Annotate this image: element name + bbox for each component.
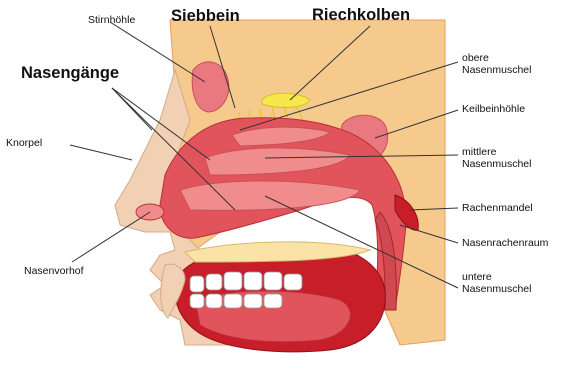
- label-untere-line1: untere: [462, 271, 531, 283]
- label-keilbeinhoehle: Keilbeinhöhle: [462, 103, 525, 115]
- label-untere-line2: Nasenmuschel: [462, 283, 531, 295]
- label-nasenvorhof: Nasenvorhof: [24, 265, 84, 277]
- label-obere-line2: Nasenmuschel: [462, 64, 531, 76]
- label-knorpel: Knorpel: [6, 137, 42, 149]
- label-mittlere-line2: Nasenmuschel: [462, 158, 531, 170]
- label-mittlere-line1: mittlere: [462, 146, 531, 158]
- label-siebbein: Siebbein: [171, 7, 240, 25]
- label-riechkolben: Riechkolben: [312, 6, 410, 24]
- label-mittlere-nasenmuschel: mittlere Nasenmuschel: [462, 146, 531, 170]
- label-rachenmandel: Rachenmandel: [462, 202, 533, 214]
- label-stirnhoehle: Stirnhöhle: [88, 14, 135, 26]
- label-obere-line1: obere: [462, 52, 531, 64]
- inferior-turbinate: [180, 181, 360, 210]
- label-nasenrachenraum: Nasenrachenraum: [462, 237, 548, 249]
- label-untere-nasenmuschel: untere Nasenmuschel: [462, 271, 531, 295]
- label-nasengaenge: Nasengänge: [21, 64, 119, 82]
- label-obere-nasenmuschel: obere Nasenmuschel: [462, 52, 531, 76]
